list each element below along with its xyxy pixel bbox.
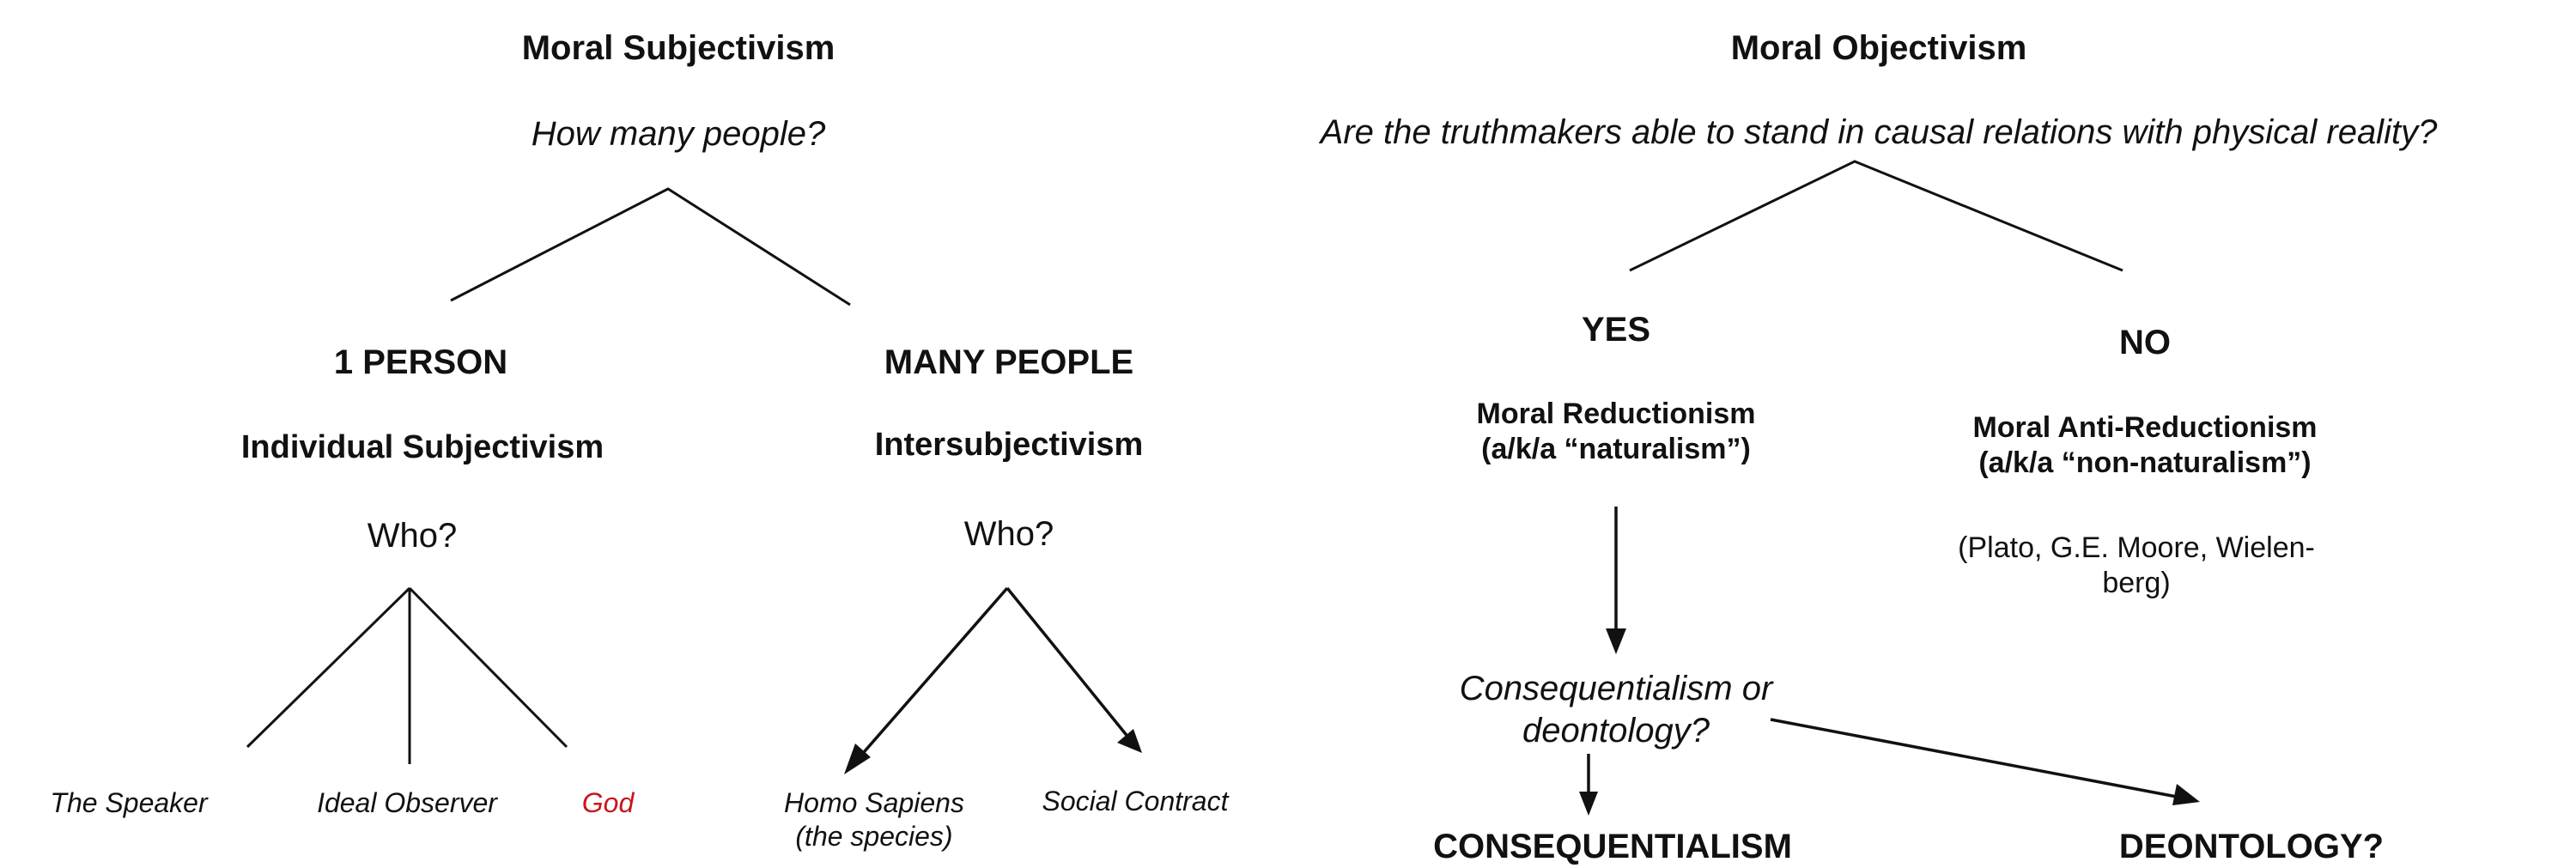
leaf-social-contract: Social Contract xyxy=(1042,786,1229,816)
intersubjective-who-question: Who? xyxy=(963,515,1054,553)
many-people-label: MANY PEOPLE xyxy=(884,343,1134,381)
arrow-to-deontology xyxy=(1770,718,2178,798)
leaf-ideal-observer: Ideal Observer xyxy=(317,787,497,818)
how-many-people-question: How many people? xyxy=(531,115,826,153)
arrow-to-homo-sapiens xyxy=(857,586,1009,760)
anti-reductionism-examples: (Plato, G.E. Moore, Wielen- berg) xyxy=(1958,531,2315,600)
arrowhead-social-contract xyxy=(1117,729,1142,753)
intersubjectivism-label: Intersubjectivism xyxy=(874,427,1144,463)
individual-who-question: Who? xyxy=(367,517,458,555)
moral-objectivism-title: Moral Objectivism xyxy=(1730,29,2027,67)
deontology-label: DEONTOLOGY? xyxy=(2118,828,2385,865)
moral-subjectivism-title: Moral Subjectivism xyxy=(521,29,835,67)
leaf-god: God xyxy=(581,787,635,818)
split-how-many-people xyxy=(450,187,851,307)
arrowhead-deontology xyxy=(2172,784,2200,805)
yes-label: YES xyxy=(1581,311,1651,349)
consequentialism-or-deontology-question: Consequentialism or deontology? xyxy=(1459,670,1773,750)
arrow-to-social-contract xyxy=(1005,586,1131,740)
leaf-homo-sapiens: Homo Sapiens (the species) xyxy=(784,787,964,853)
consequentialism-label: CONSEQUENTIALISM xyxy=(1433,828,1792,865)
moral-reductionism-label: Moral Reductionism (a/k/a “naturalism”) xyxy=(1476,398,1756,466)
arrowhead-consequentialism xyxy=(1579,792,1598,816)
edge-to-the-speaker xyxy=(246,586,411,749)
individual-subjectivism-label: Individual Subjectivism xyxy=(240,429,605,465)
leaf-the-speaker: The Speaker xyxy=(50,787,208,818)
arrowhead-homo-sapiens xyxy=(844,744,871,774)
one-person-label: 1 PERSON xyxy=(333,343,508,381)
arrowhead-reductionism-down xyxy=(1606,628,1626,654)
moral-anti-reductionism-label: Moral Anti-Reductionism (a/k/a “non-natu… xyxy=(1972,411,2318,480)
split-truthmakers xyxy=(1629,160,2123,272)
edge-to-god xyxy=(408,586,568,749)
truthmakers-question: Are the truthmakers able to stand in cau… xyxy=(1320,113,2438,151)
no-label: NO xyxy=(2119,324,2171,361)
